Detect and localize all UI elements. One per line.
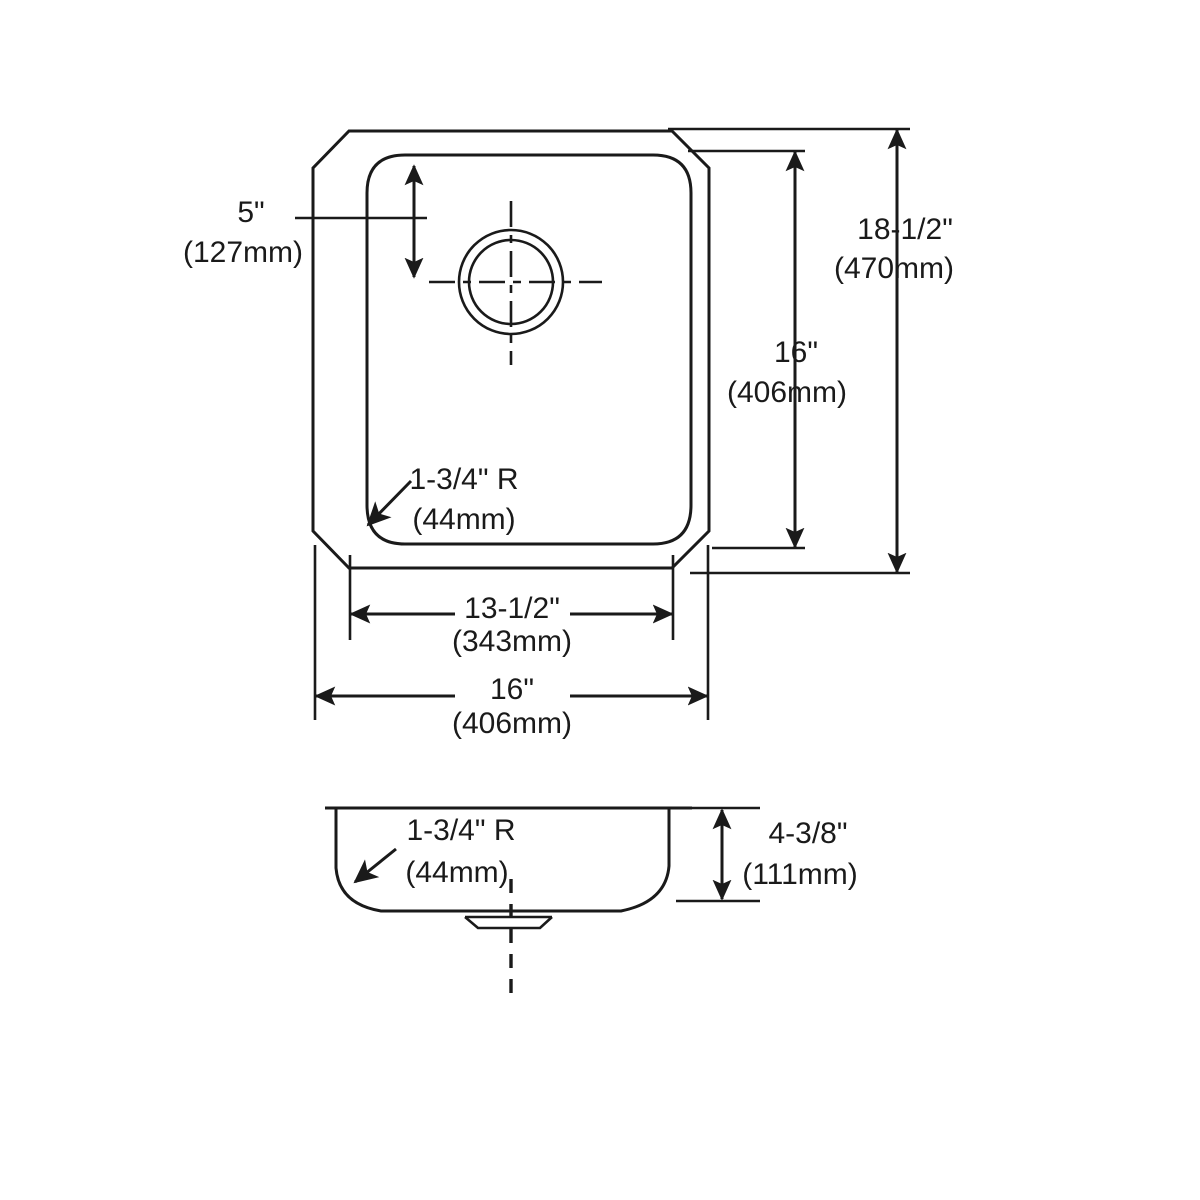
radius-leader-line-top-view (366, 479, 413, 527)
dim-16in-vert-imperial-label: 16" (774, 336, 818, 369)
dim-18half-metric-label: (470mm) (834, 252, 954, 285)
top-view-group: 5" (127mm) 16" (406mm) 18-1/2" (470mm) 1… (183, 127, 954, 740)
sink-bowl-outline (365, 153, 693, 546)
radius-leader-line-side-view (353, 847, 397, 884)
side-view-drain-recess-outline (464, 916, 553, 930)
side-view-bowl-profile (334, 808, 671, 913)
dim-13half-imperial-label: 13-1/2" (464, 592, 560, 625)
side-view-group: 1-3/4" R (44mm) 4-3/8" (111mm) (325, 806, 858, 1000)
dim-16in-horiz-imperial-label: 16" (490, 673, 534, 706)
radius-top-view-metric-label: (44mm) (412, 503, 515, 536)
dim-18half-imperial-label: 18-1/2" (857, 213, 953, 246)
radius-side-view-imperial-label: 1-3/4" R (406, 814, 515, 847)
dim-4-3-8-metric-label: (111mm) (742, 858, 858, 891)
dim-4-3-8-imperial-label: 4-3/8" (768, 817, 847, 850)
dim-16in-horiz-metric-label: (406mm) (452, 707, 572, 740)
dim-16in-vert-metric-label: (406mm) (727, 376, 847, 409)
dim-13half-metric-label: (343mm) (452, 625, 572, 658)
radius-side-view-metric-label: (44mm) (405, 856, 508, 889)
dim-5in-imperial-label: 5" (237, 196, 264, 229)
dim-5in-metric-label: (127mm) (183, 236, 303, 269)
radius-top-view-imperial-label: 1-3/4" R (409, 463, 518, 496)
